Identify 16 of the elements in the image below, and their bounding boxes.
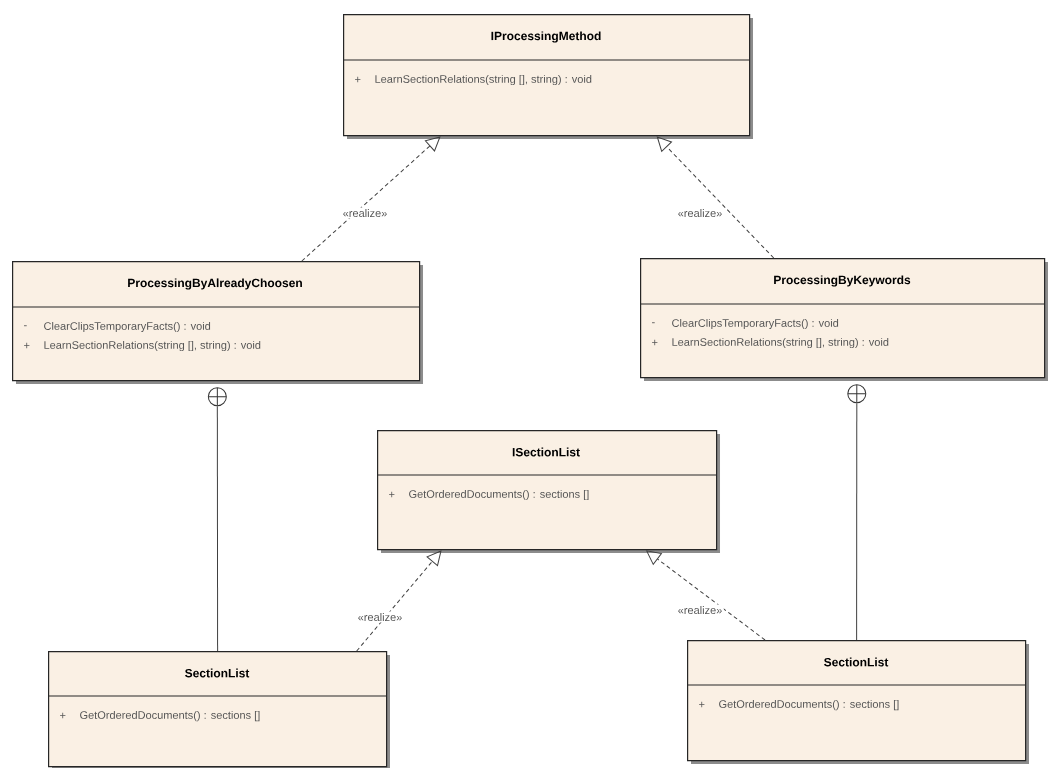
class-box: ISectionList + GetOrderedDocuments() : sections [] xyxy=(376,430,720,553)
edge-label: «realize» xyxy=(341,207,389,219)
nesting-connector xyxy=(847,384,867,641)
class-box: IProcessingMethod + LearnSectionRelations(string [], string) : void xyxy=(342,14,753,139)
class-box: ProcessingByKeywords - ClearClipsTemporaryFacts() : void + LearnSectionRelations(string [], string) : void xyxy=(639,258,1048,381)
edge-label: «realize» xyxy=(676,207,724,219)
edge-label: «realize» xyxy=(356,611,404,623)
nesting-connector xyxy=(207,387,227,652)
class-box: SectionList + GetOrderedDocuments() : sections [] xyxy=(47,651,390,768)
realization-arrow xyxy=(356,550,442,652)
realization-arrow xyxy=(301,136,441,262)
edge-label: «realize» xyxy=(676,604,724,616)
class-box: ProcessingByAlreadyChoosen - ClearClipsTemporaryFacts() : void + LearnSectionRelations(string [], string) : void xyxy=(11,261,423,384)
realization-arrow xyxy=(646,550,766,641)
realization-arrow xyxy=(656,136,775,259)
class-box: SectionList + GetOrderedDocuments() : sections [] xyxy=(686,640,1029,764)
